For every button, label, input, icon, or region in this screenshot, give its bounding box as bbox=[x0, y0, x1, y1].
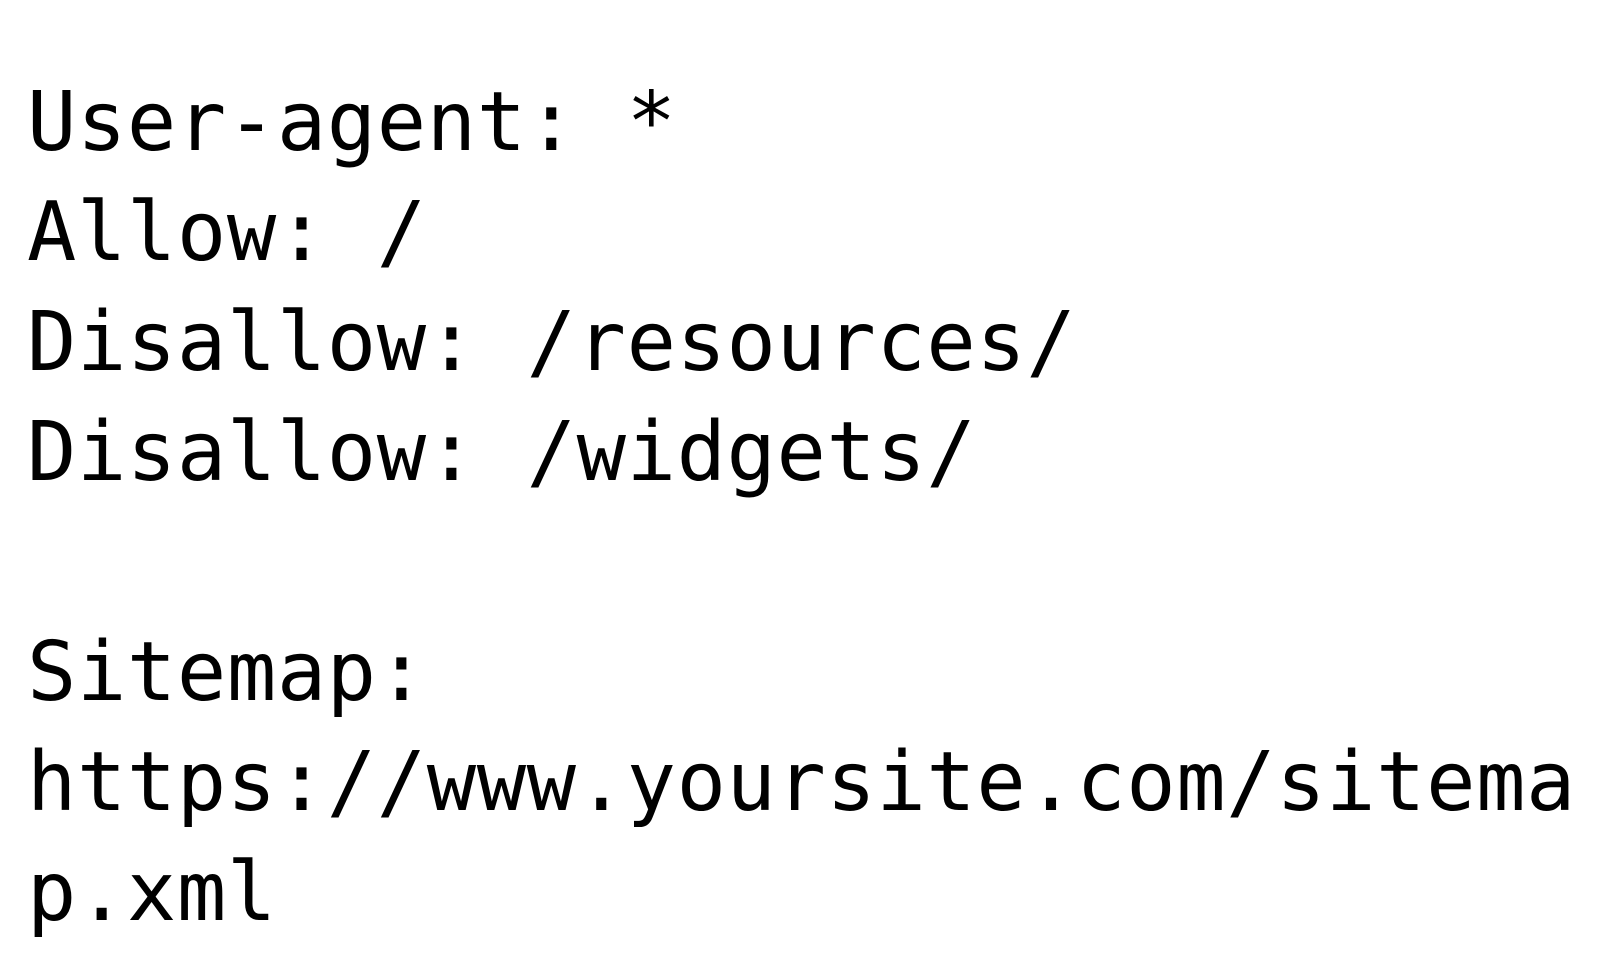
code-line-disallow-widgets: Disallow: /widgets/ bbox=[27, 405, 977, 500]
code-line-sitemap-label: Sitemap: bbox=[27, 625, 427, 720]
code-line-user-agent: User-agent: * bbox=[27, 75, 677, 170]
code-line-blank bbox=[27, 508, 1583, 618]
code-line-sitemap-url: https://www.yoursite.com/sitemap.xml bbox=[27, 735, 1577, 940]
code-line-allow: Allow: / bbox=[27, 185, 427, 280]
robots-txt-content: User-agent: * Allow: / Disallow: /resource… bbox=[27, 68, 1583, 948]
code-line-disallow-resources: Disallow: /resources/ bbox=[27, 295, 1077, 390]
